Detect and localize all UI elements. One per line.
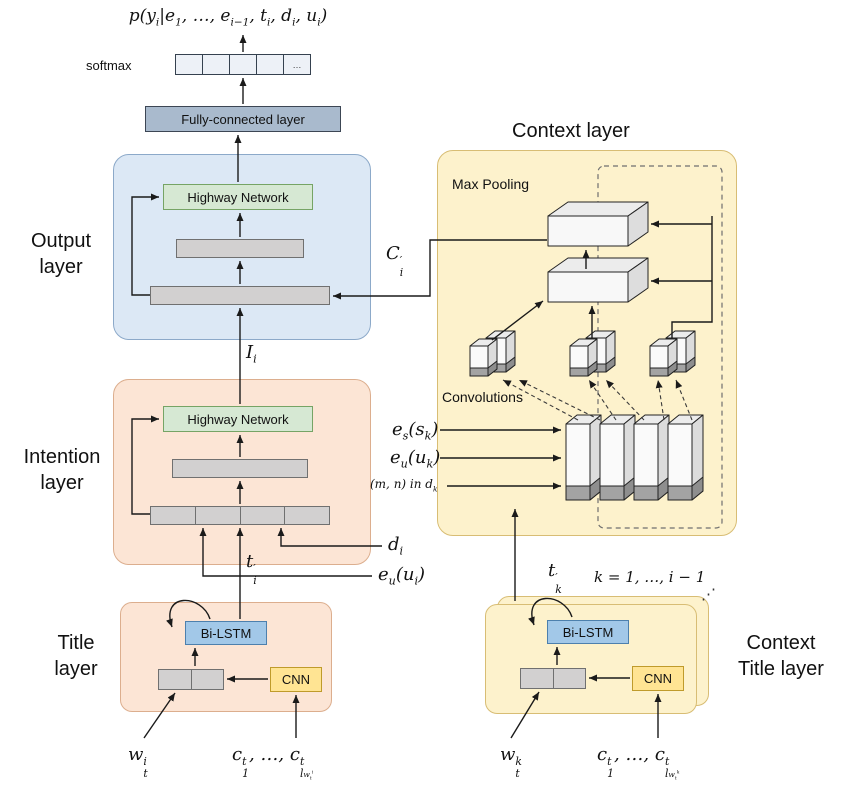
cnn-context: CNN xyxy=(632,666,684,691)
softmax-label: softmax xyxy=(86,58,132,73)
title-layer-label: Title layer xyxy=(54,632,98,680)
intention-output-label: Ii xyxy=(246,342,257,366)
vector-cell xyxy=(194,506,241,525)
vector-cell xyxy=(239,506,286,525)
subreddit-embedding-label: es(sk) xyxy=(392,419,439,443)
vector-cell xyxy=(150,506,196,525)
output-layer-label: Output layer xyxy=(30,230,92,278)
context-layer-label: Context layer xyxy=(512,120,630,142)
c-prime-label: C′i xyxy=(386,243,404,279)
highway-network-output: Highway Network xyxy=(163,184,313,210)
description-label: di xyxy=(388,534,404,558)
output-probability-formula: p(yi|e1, …, ei−1, ti, di, ui) xyxy=(128,6,328,29)
vector-cell xyxy=(229,54,257,75)
vector-cell xyxy=(256,54,284,75)
bilstm-context: Bi-LSTM xyxy=(547,620,629,644)
vector-cell xyxy=(175,54,203,75)
intention-concat-bar xyxy=(150,506,330,525)
bilstm-title: Bi-LSTM xyxy=(185,621,267,645)
k-range-label: k = 1, …, i − 1 xyxy=(594,568,706,586)
vector-cell xyxy=(552,668,586,689)
context-title-output-label: t′k xyxy=(548,560,562,596)
context-user-embedding-label: eu(uk) xyxy=(390,447,441,471)
vector-cell xyxy=(190,669,224,690)
intention-hidden-bar xyxy=(172,459,308,478)
title-layer-box xyxy=(120,602,332,712)
max-pooling-label: Max Pooling xyxy=(452,176,530,192)
softmax-vector: … xyxy=(175,54,311,75)
cnn-title: CNN xyxy=(270,667,322,692)
vector-cell xyxy=(202,54,230,75)
output-concat-bar xyxy=(150,286,330,305)
context-embedding-bar xyxy=(520,668,586,689)
vector-cell xyxy=(158,669,192,690)
fully-connected-layer: Fully-connected layer xyxy=(145,106,341,132)
user-embedding-label: eu(ui) xyxy=(378,564,426,588)
stack-ellipsis: ⋰ xyxy=(701,586,716,603)
vector-cell xyxy=(520,668,554,689)
convolutions-label: Convolutions xyxy=(442,389,523,405)
context-title-layer-label: Context Title layer xyxy=(738,632,824,680)
vector-cell-dots: … xyxy=(283,54,311,75)
title-embedding-bar xyxy=(158,669,224,690)
context-layer-box xyxy=(437,150,737,536)
output-hidden-bar xyxy=(176,239,304,258)
intention-layer-label: Intention layer xyxy=(23,446,101,494)
mn-in-dk-label: (m, n) in dk xyxy=(370,477,438,494)
title-output-label: t′i xyxy=(246,551,257,587)
highway-network-intention: Highway Network xyxy=(163,406,313,432)
vector-cell xyxy=(284,506,330,525)
